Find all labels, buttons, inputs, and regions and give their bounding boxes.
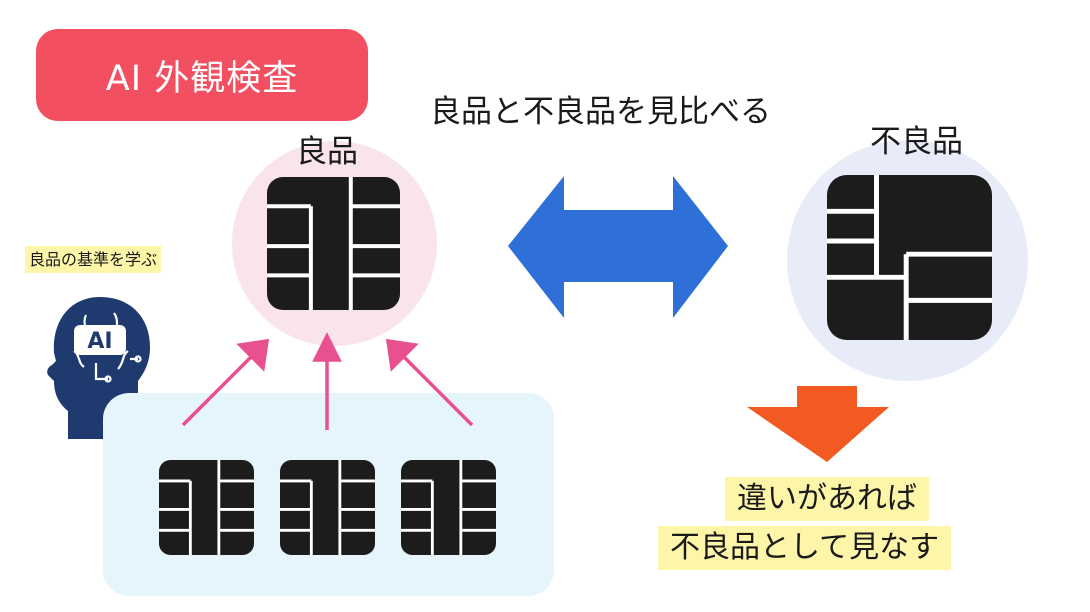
down-arrow-icon <box>747 386 889 462</box>
ai-head-label: AI <box>87 329 112 354</box>
title-badge: AI 外観検査 <box>36 29 368 121</box>
conclusion-line-1: 違いがあれば <box>725 477 929 521</box>
learning-arrow-left <box>181 338 270 427</box>
compare-caption: 良品と不良品を見比べる <box>430 94 771 130</box>
good-product-label: 良品 <box>296 134 358 170</box>
title-text: AI 外観検査 <box>105 58 299 99</box>
learning-arrow-center <box>312 332 342 430</box>
defective-product-label: 不良品 <box>870 124 963 160</box>
learning-arrow-right <box>385 338 474 427</box>
learn-standard-note: 良品の基準を学ぶ <box>25 246 162 273</box>
conclusion-line-2: 不良品として見なす <box>658 526 952 570</box>
double-arrow-icon <box>508 176 728 318</box>
